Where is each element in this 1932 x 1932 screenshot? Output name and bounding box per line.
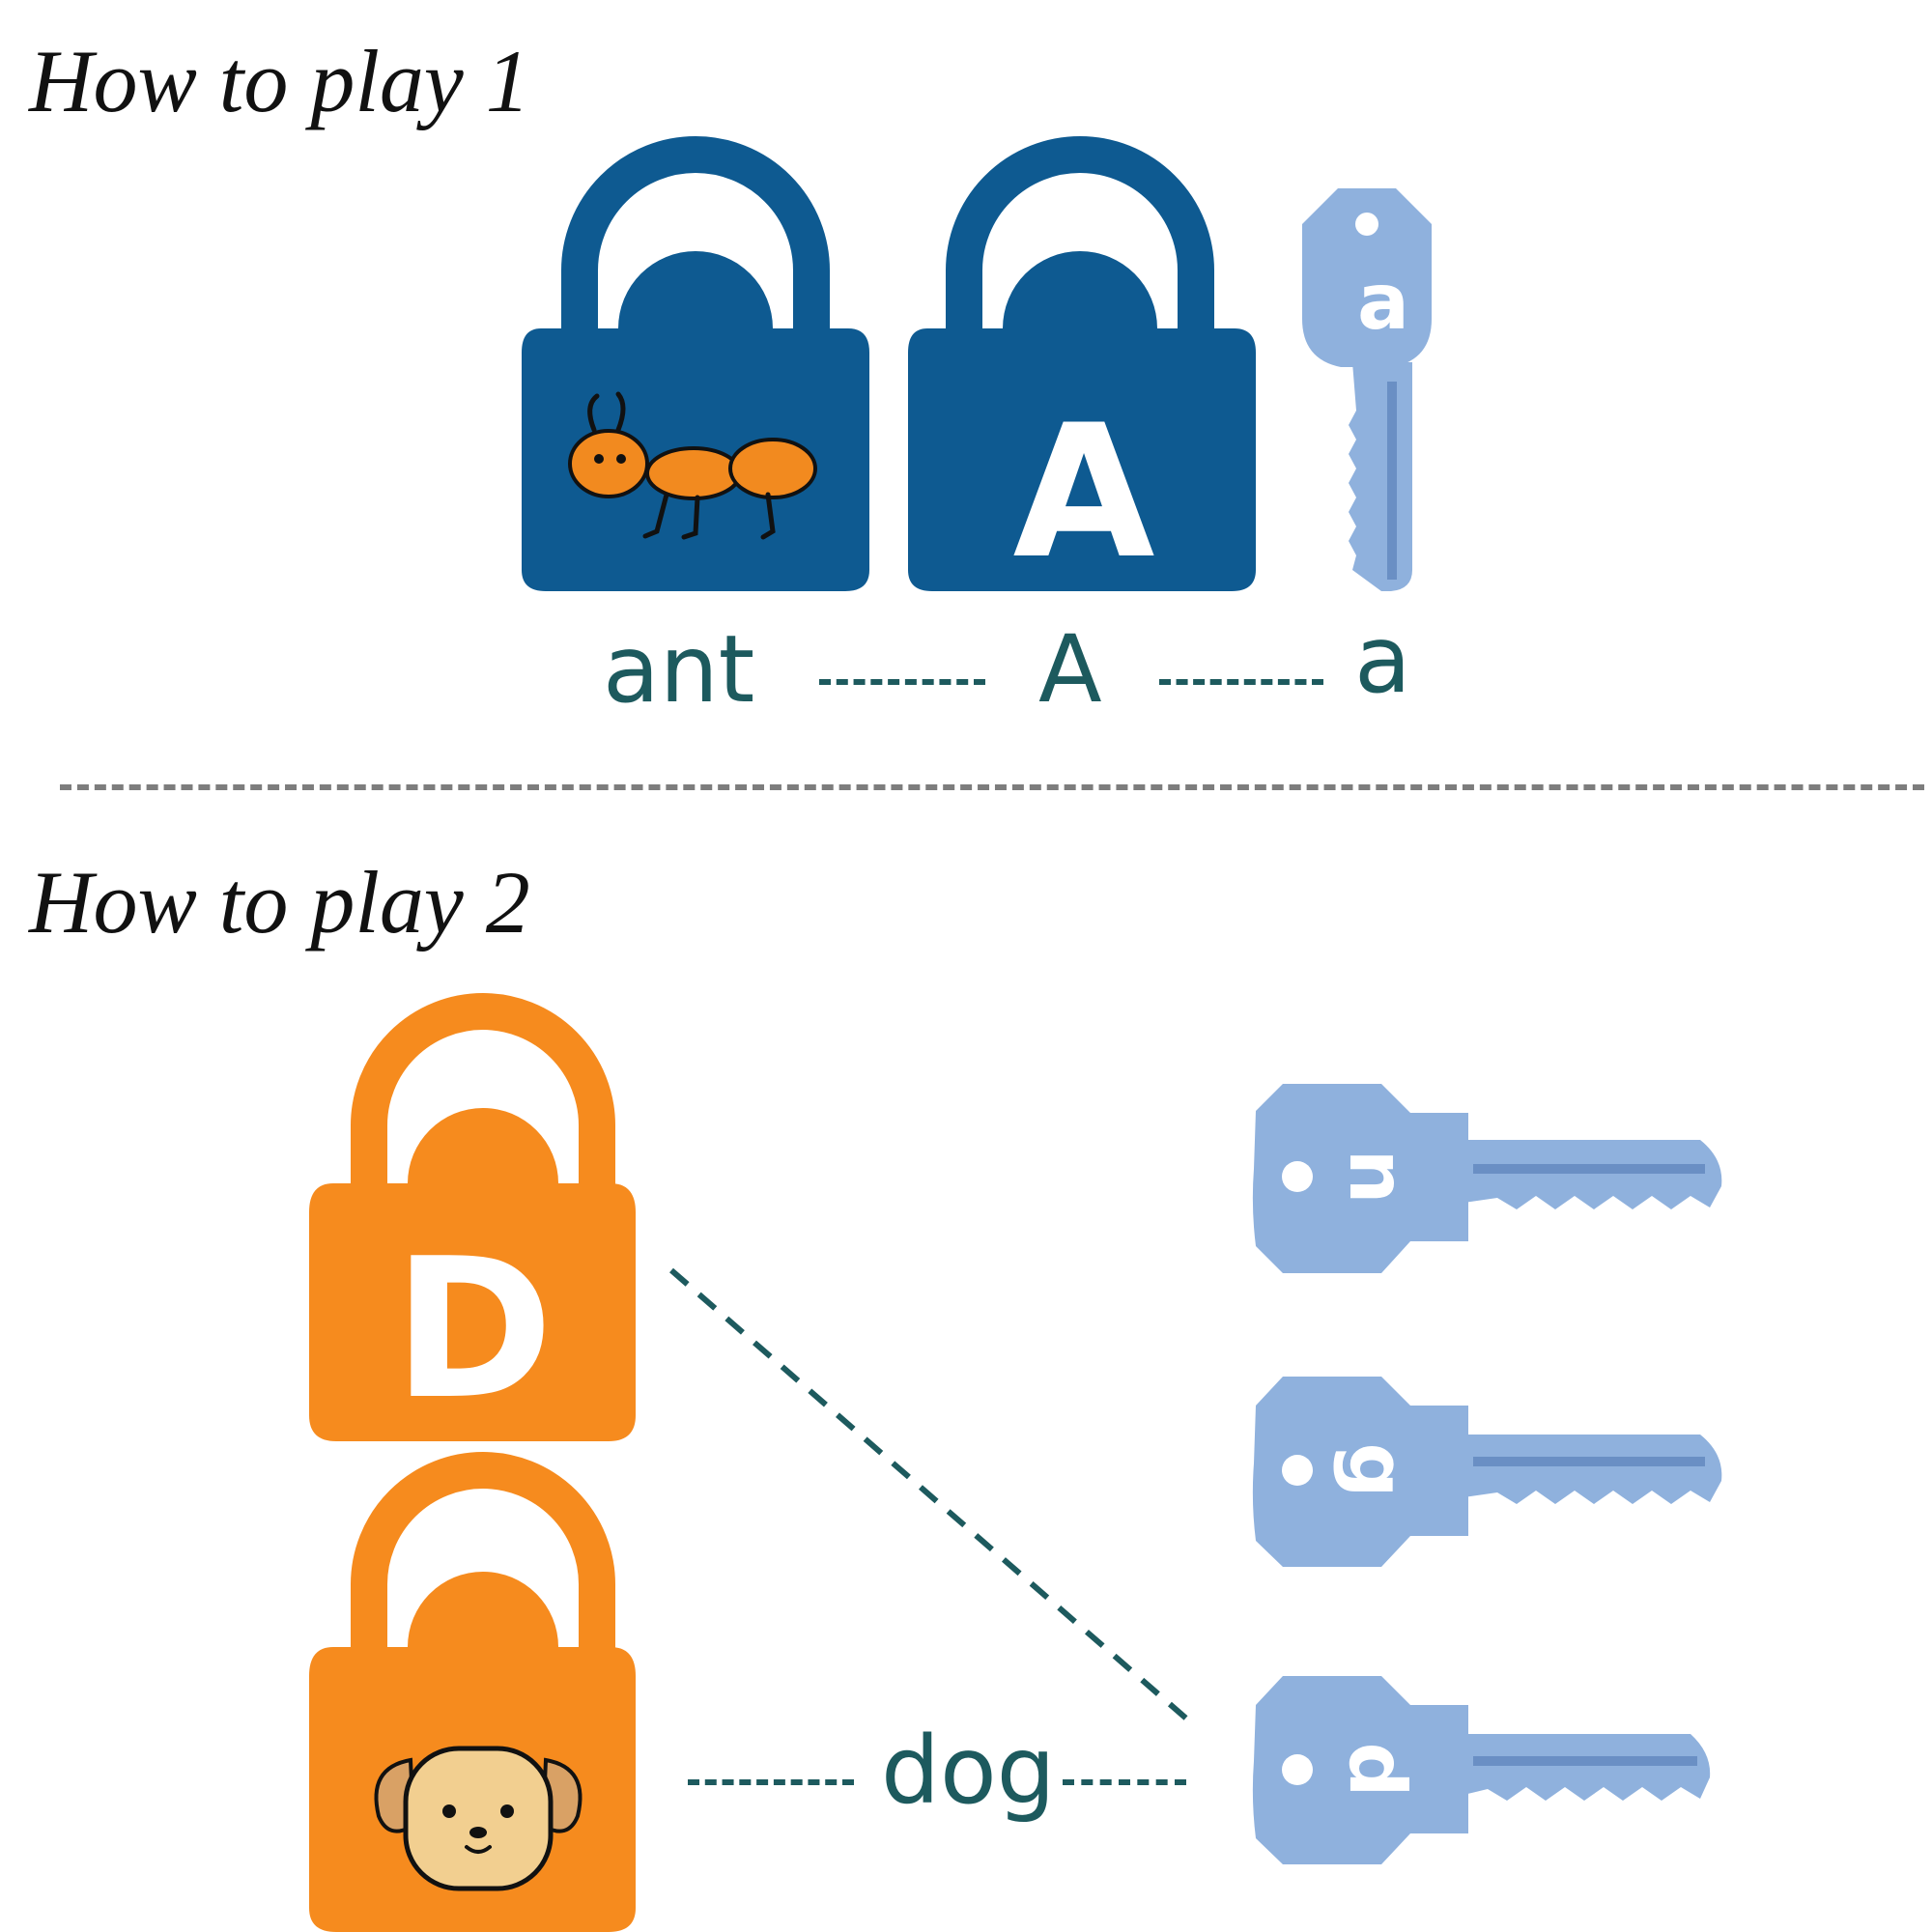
letter-a-padlock[interactable]: A (908, 136, 1256, 599)
dog-padlock[interactable] (309, 1452, 636, 1932)
key-letter-d-label: d (1332, 1742, 1422, 1797)
padlock-letter-upper-d: D (393, 1217, 554, 1442)
caption-letter-lower-a: a (1354, 606, 1411, 714)
letter-d-padlock[interactable]: D (309, 993, 636, 1442)
match-line-d-to-key (669, 1267, 1195, 1727)
ant-padlock[interactable] (522, 136, 869, 591)
key-letter-n-label: n (1332, 1150, 1422, 1205)
key-letter-g-label: g (1332, 1442, 1422, 1497)
caption-letter-upper-a: A (1038, 615, 1102, 724)
ant-icon (568, 391, 817, 540)
section-1-heading: How to play 1 (29, 32, 530, 130)
key-letter-lower-a: a (1357, 257, 1409, 347)
section-divider (60, 784, 1924, 790)
caption-word-dog: dog (881, 1717, 1056, 1825)
section-2-heading: How to play 2 (29, 853, 530, 952)
key-letter-g[interactable]: g (1252, 1377, 1722, 1567)
caption-dash-3 (688, 1779, 854, 1785)
key-letter-n[interactable]: n (1252, 1084, 1722, 1273)
padlock-letter-upper-a: A (1012, 385, 1154, 599)
key-letter-a[interactable]: a (1302, 188, 1432, 591)
key-letter-d[interactable]: d (1252, 1676, 1711, 1864)
caption-dash-1 (819, 679, 985, 685)
caption-word-ant: ant (603, 615, 755, 724)
caption-dash-4 (1063, 1779, 1186, 1785)
dog-icon (374, 1746, 582, 1891)
caption-dash-2 (1159, 679, 1323, 685)
